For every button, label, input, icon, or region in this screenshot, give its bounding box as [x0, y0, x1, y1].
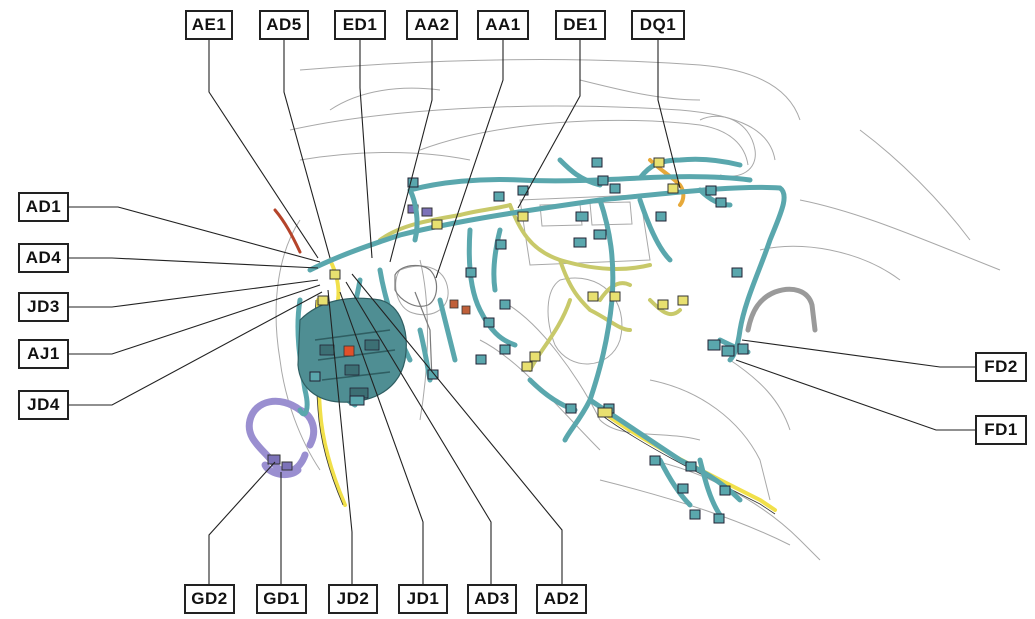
label-ad5: AD5 [259, 10, 309, 40]
leader-aa2 [389, 40, 433, 263]
leader-aj1 [68, 284, 321, 355]
leader-de1 [517, 40, 581, 209]
label-jd4: JD4 [18, 390, 69, 420]
red-components [449, 299, 471, 315]
leader-ad3 [345, 281, 492, 585]
leader-ad2 [351, 273, 563, 585]
leader-ad5 [283, 40, 331, 259]
leader-gd2 [208, 461, 276, 585]
leader-lines [68, 40, 976, 585]
harness-connectors [309, 157, 749, 524]
orange-harness [648, 158, 686, 207]
sensor-cable [745, 286, 818, 333]
leader-ed1 [359, 40, 373, 259]
leader-dq1 [657, 40, 681, 189]
junction-block [297, 297, 407, 403]
label-gd1: GD1 [256, 584, 307, 614]
leader-jd4 [68, 291, 323, 406]
label-jd3: JD3 [18, 292, 69, 322]
leader-jd2 [327, 289, 353, 585]
label-dq1: DQ1 [631, 10, 685, 40]
leader-ae1 [208, 40, 319, 259]
label-ae1: AE1 [185, 10, 233, 40]
main-harness [295, 156, 787, 518]
label-fd1: FD1 [975, 415, 1027, 445]
leader-jd3 [68, 279, 319, 308]
dashboard-outline [275, 59, 1001, 561]
label-jd2: JD2 [328, 584, 378, 614]
leader-fd2 [741, 339, 976, 368]
label-ad4: AD4 [18, 243, 69, 273]
leader-ad1 [68, 206, 321, 263]
leader-jd1 [339, 291, 424, 585]
secondary-harness [378, 203, 682, 372]
label-fd2: FD2 [975, 352, 1027, 382]
label-aa2: AA2 [406, 10, 458, 40]
leader-ad4 [68, 257, 319, 269]
label-ad3: AD3 [467, 584, 517, 614]
leader-fd1 [735, 359, 976, 431]
label-aa1: AA1 [477, 10, 529, 40]
label-ed1: ED1 [334, 10, 386, 40]
yellow-connectors [317, 157, 689, 418]
label-aj1: AJ1 [18, 339, 69, 369]
label-ad1: AD1 [18, 192, 69, 222]
steering-column [394, 264, 438, 381]
leader-aa1 [435, 40, 504, 279]
red-wire [273, 208, 302, 254]
label-jd1: JD1 [398, 584, 448, 614]
label-de1: DE1 [555, 10, 606, 40]
label-ad2: AD2 [536, 584, 587, 614]
label-gd2: GD2 [184, 584, 235, 614]
